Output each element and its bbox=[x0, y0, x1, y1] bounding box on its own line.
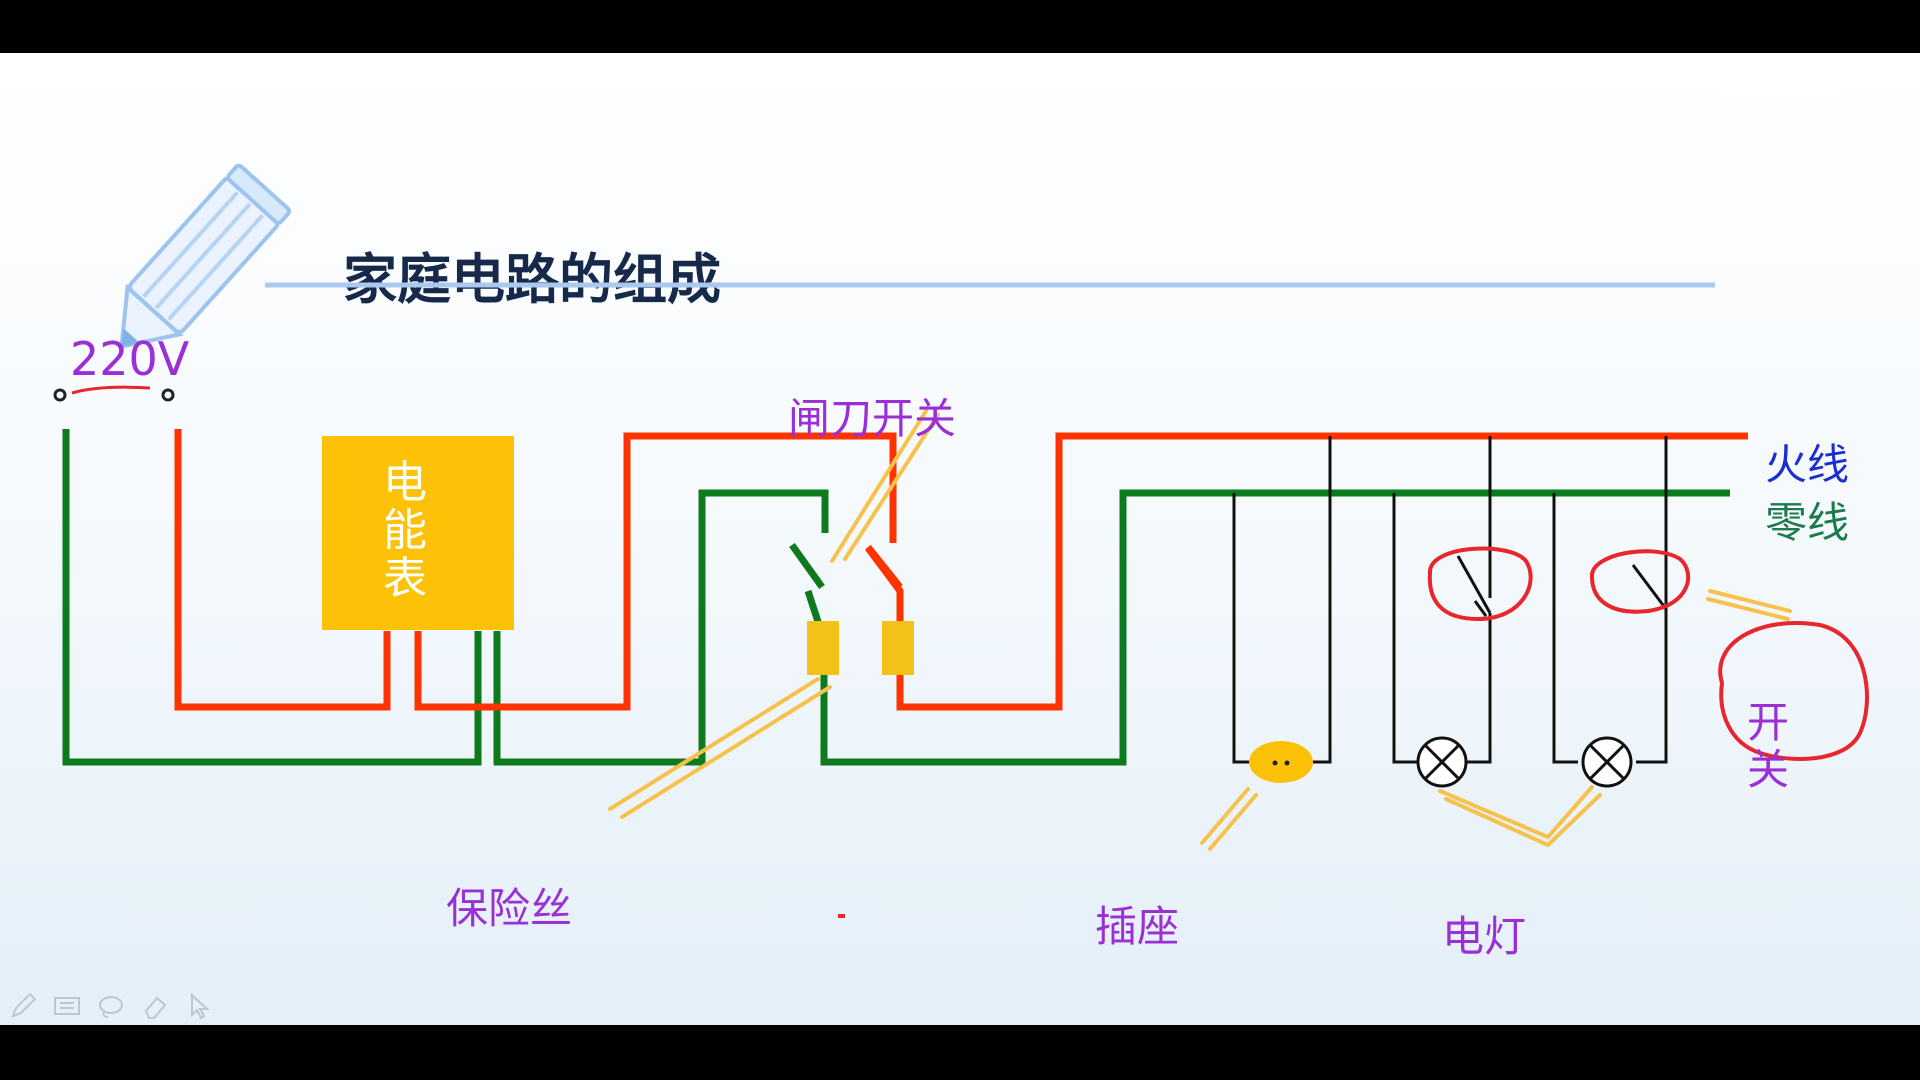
voltage-label: 220V bbox=[70, 332, 190, 386]
switch-highlight-circles bbox=[1427, 546, 1869, 761]
energy-meter-char-2: 能 bbox=[383, 505, 427, 556]
knife-switch-label: 闸刀开关 bbox=[788, 394, 956, 443]
pointer-lines bbox=[608, 409, 1792, 851]
lamp-2-icon bbox=[1581, 736, 1633, 788]
neutral-wire-label: 零线 bbox=[1765, 498, 1849, 547]
live-wire-label: 火线 bbox=[1765, 440, 1849, 489]
watermark-logo bbox=[1592, 53, 1842, 141]
voltage-underline-mark bbox=[71, 385, 151, 395]
energy-meter bbox=[322, 436, 514, 630]
socket-icon bbox=[1249, 741, 1313, 783]
socket-label: 插座 bbox=[1095, 902, 1179, 951]
annotation-toolbar bbox=[8, 986, 214, 1025]
lamp-1-icon bbox=[1416, 736, 1468, 788]
energy-meter-char-1: 电 bbox=[383, 457, 427, 508]
pencil-icon bbox=[119, 163, 292, 350]
screen-icon[interactable] bbox=[52, 991, 82, 1021]
slide: 家庭电路的组成 220V 电 能 表 bbox=[0, 53, 1920, 1025]
lasso-icon[interactable] bbox=[96, 991, 126, 1021]
pen-icon[interactable] bbox=[8, 991, 38, 1021]
stray-mark bbox=[838, 914, 845, 918]
branch-wires bbox=[1232, 436, 1668, 764]
page-title: 家庭电路的组成 bbox=[343, 248, 721, 311]
switch-label-char-1: 开 bbox=[1747, 698, 1789, 747]
fuse-label: 保险丝 bbox=[446, 884, 572, 933]
switch-label-char-2: 关 bbox=[1747, 745, 1789, 794]
eraser-icon[interactable] bbox=[140, 991, 170, 1021]
circuit-diagram: 家庭电路的组成 220V 电 能 表 bbox=[53, 53, 1869, 961]
knife-switch bbox=[789, 542, 903, 590]
terminal-left bbox=[53, 388, 67, 402]
fuse-neutral bbox=[807, 621, 839, 675]
terminal-right bbox=[161, 388, 175, 402]
fuse-live bbox=[882, 621, 914, 675]
lamp-label: 电灯 bbox=[1442, 912, 1526, 961]
energy-meter-char-3: 表 bbox=[383, 553, 427, 604]
pointer-icon[interactable] bbox=[184, 991, 214, 1021]
